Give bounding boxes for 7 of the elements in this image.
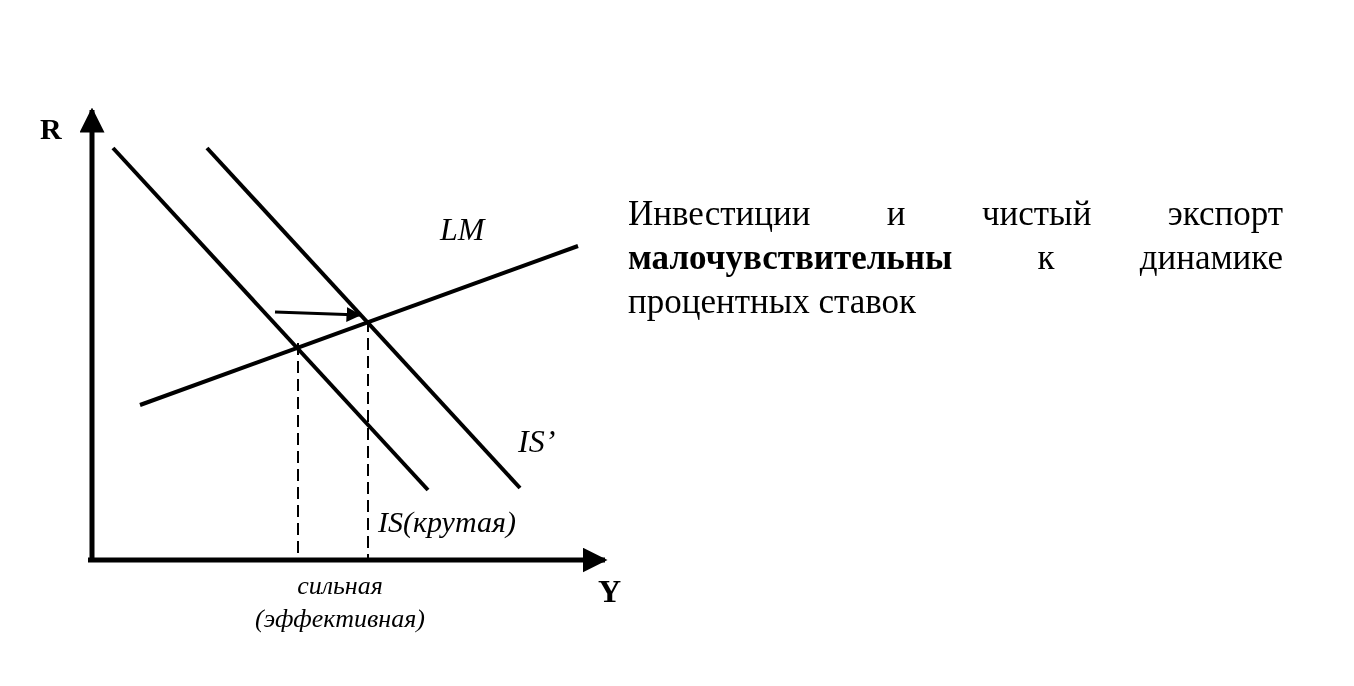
curve-label: IS’ [518,424,556,460]
note-text: Инвестиции и чистый экспорт малочувствительны к динамике процентных ставок [628,193,1283,323]
axis-label: Y [598,574,622,610]
curve-label: IS(крутая) [378,505,516,538]
axis-label: R [40,112,62,145]
axis-annotation: сильная (эффективная) [255,570,425,635]
curve-label: LM [440,212,485,248]
